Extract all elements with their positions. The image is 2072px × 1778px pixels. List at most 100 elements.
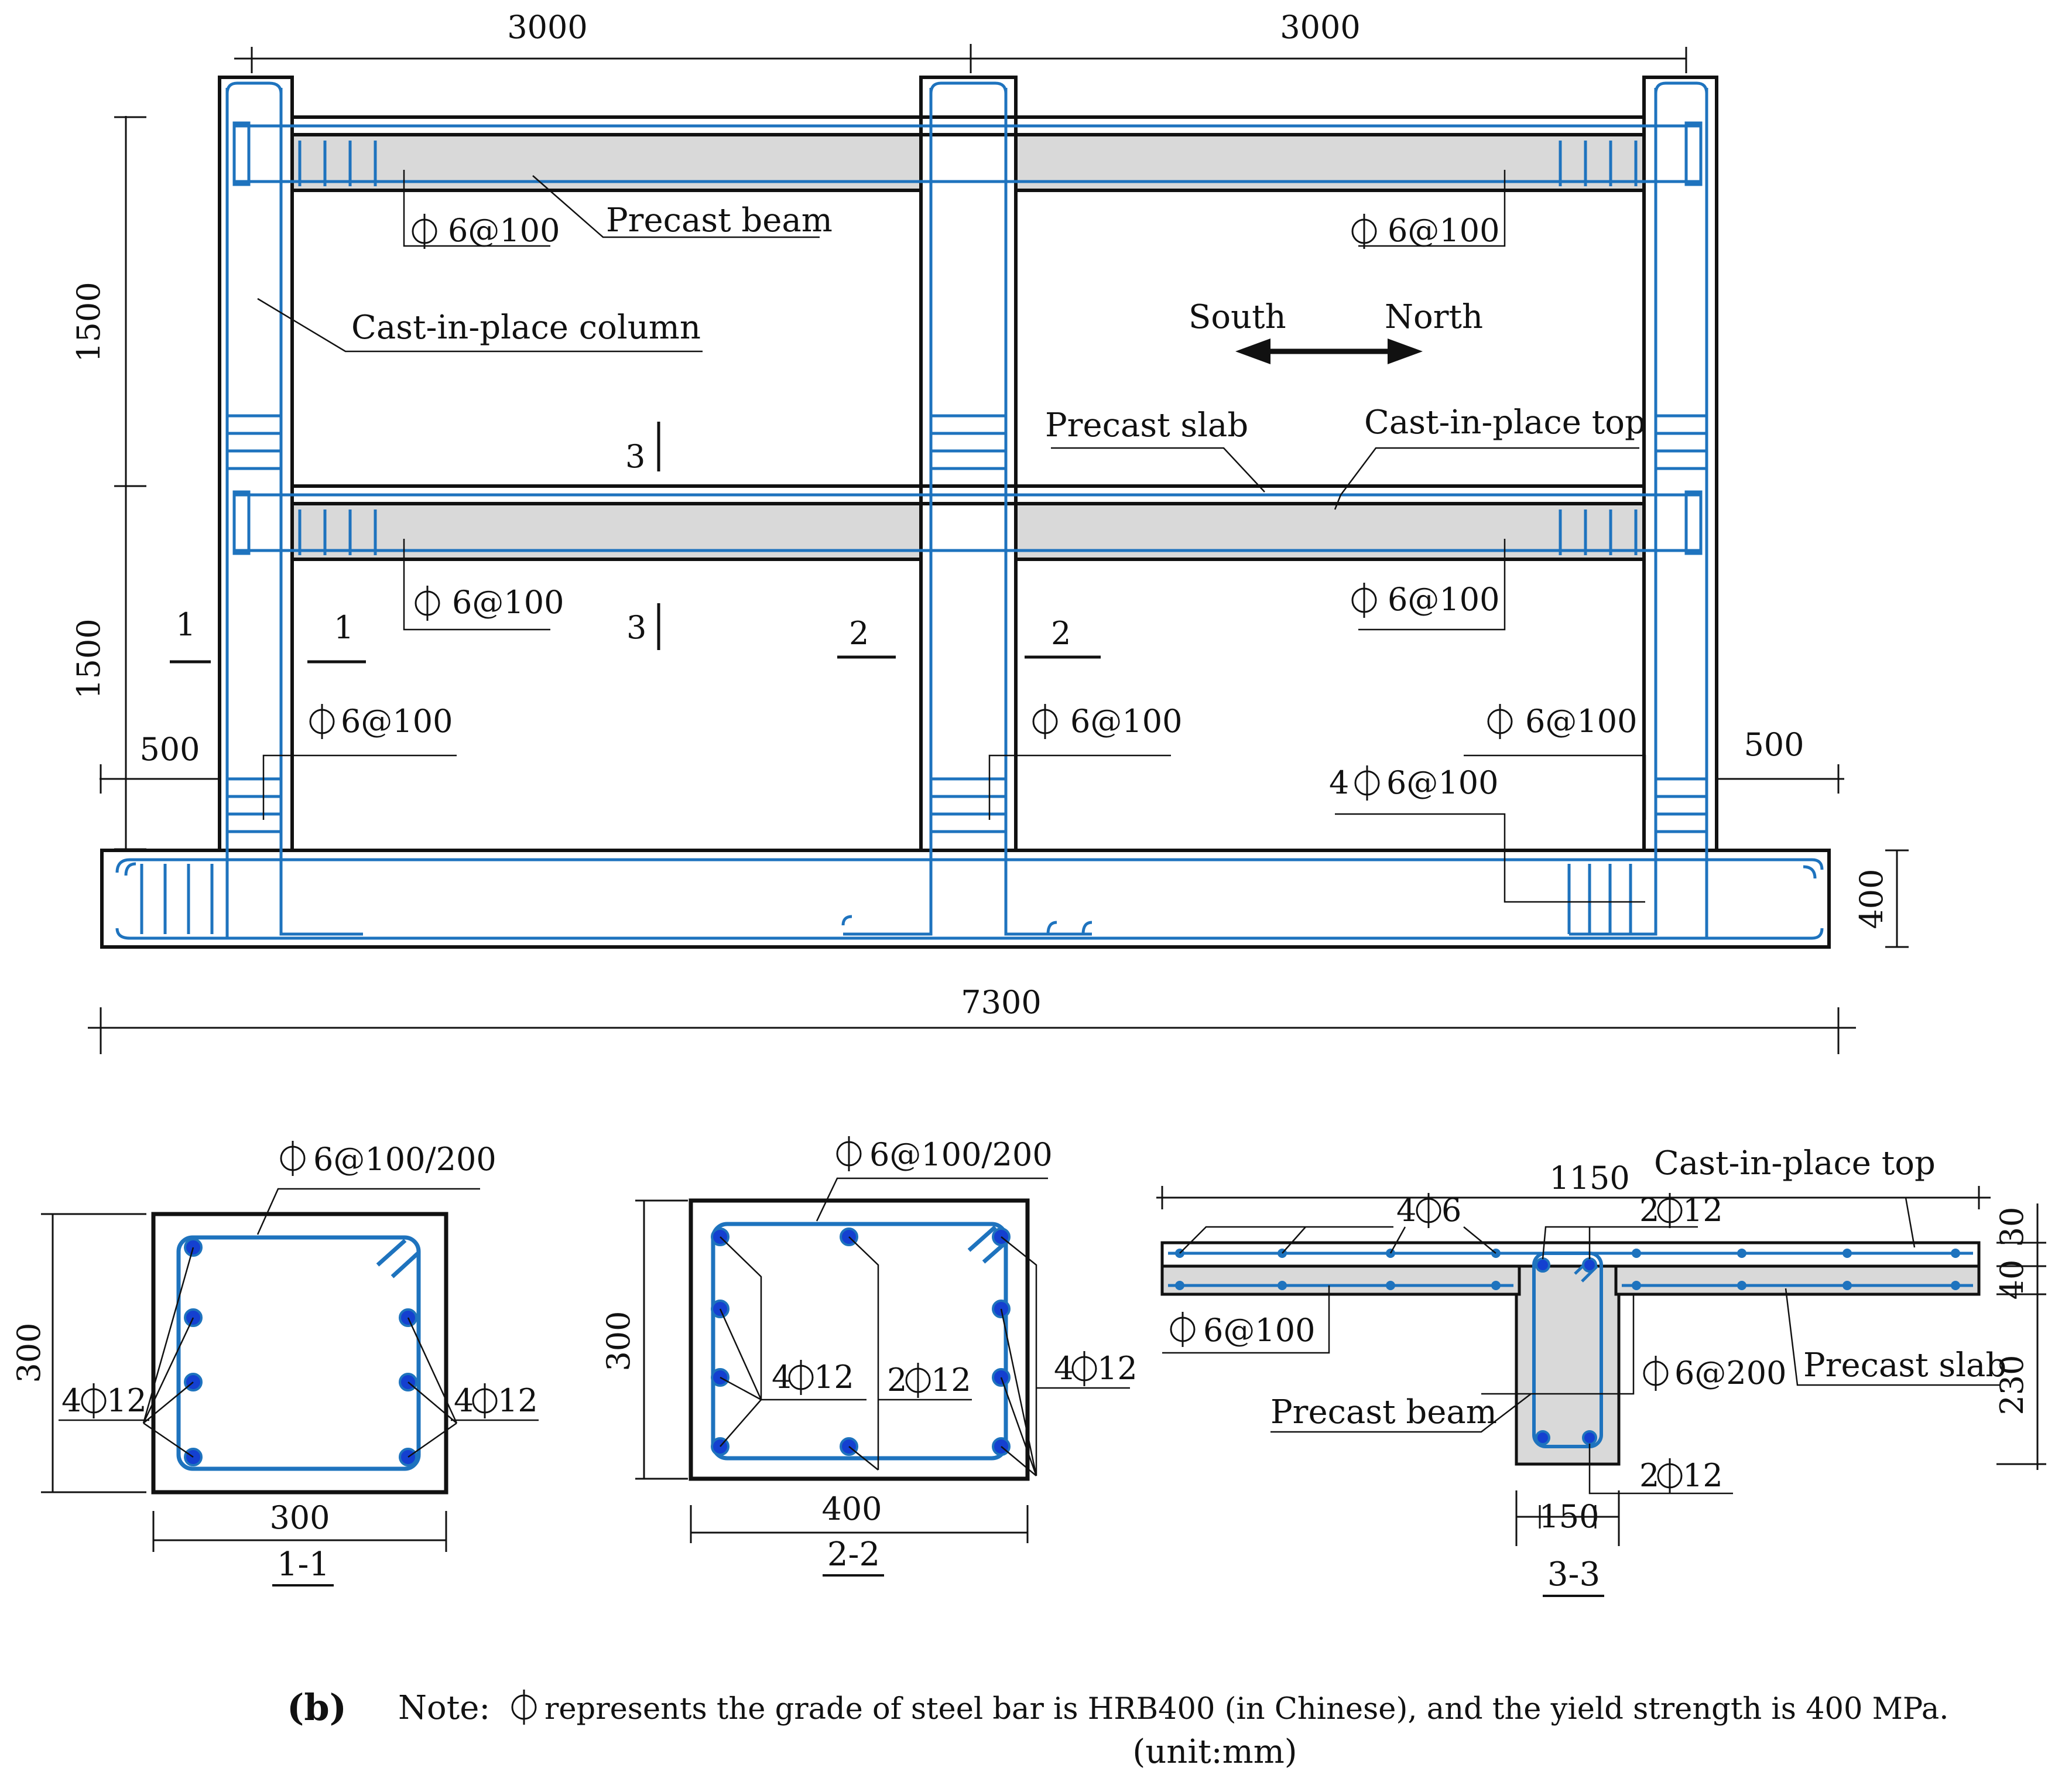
frame-elevation: 3000 3000 1500 1500 500 500 400 7300 Pre… bbox=[70, 9, 1909, 1054]
column-ties bbox=[227, 414, 1707, 833]
phi-icon bbox=[1170, 1311, 1196, 1348]
section-3-3: 1150 Cast-in-place top 4 6 2 12 6@100 6@… bbox=[1156, 1144, 2046, 1597]
middle-column-bar-left bbox=[843, 88, 933, 936]
phi-icon bbox=[81, 1382, 107, 1420]
dim-total-length: 7300 bbox=[961, 984, 1041, 1021]
caption-note-prefix: Note: bbox=[398, 1689, 490, 1727]
s22-bars-mid: 2 bbox=[887, 1362, 907, 1399]
section-3-3-bars bbox=[1175, 1249, 1960, 1445]
foundation-hook-mid-a bbox=[841, 915, 852, 926]
phi-icon bbox=[280, 1140, 306, 1177]
s11-width: 300 bbox=[269, 1499, 330, 1536]
phi-icon bbox=[511, 1688, 537, 1726]
s22-width: 400 bbox=[821, 1490, 882, 1527]
upper-beam-end-right bbox=[1684, 121, 1703, 186]
label-south: South bbox=[1189, 298, 1286, 336]
s22-bars-right: 4 bbox=[1054, 1350, 1074, 1387]
s33-beam-width: 150 bbox=[1539, 1498, 1599, 1535]
caption-tag: (b) bbox=[287, 1686, 347, 1729]
right-column-hook bbox=[1654, 81, 1708, 94]
label-precast-beam: Precast beam bbox=[606, 201, 833, 240]
s22-bar-size-left: 12 bbox=[814, 1359, 854, 1396]
phi-icon bbox=[1351, 582, 1377, 619]
elevation-reinforcement bbox=[115, 81, 1824, 940]
caption-note-text: represents the grade of steel bar is HRB… bbox=[544, 1692, 1949, 1726]
s11-stirrup: 6@100/200 bbox=[313, 1141, 496, 1178]
s11-bars-right: 4 bbox=[454, 1382, 474, 1419]
phi-icon bbox=[1657, 1457, 1683, 1495]
middle-column bbox=[919, 76, 1018, 852]
s33-precast-slab: Precast slab bbox=[1803, 1346, 2006, 1384]
phi-icon bbox=[1032, 703, 1058, 740]
phi-icon bbox=[1643, 1355, 1669, 1392]
foundation-hook-left bbox=[124, 862, 136, 876]
s22-title: 2-2 bbox=[827, 1536, 880, 1574]
s22-height: 300 bbox=[600, 1311, 637, 1371]
left-column-hook bbox=[225, 81, 283, 94]
s33-dim-40: 40 bbox=[1994, 1260, 2030, 1300]
foundation-bottom-bar bbox=[115, 928, 1824, 940]
phi-icon bbox=[788, 1359, 814, 1396]
right-column bbox=[1642, 76, 1718, 852]
beam-stirrups bbox=[298, 141, 1638, 555]
section-mark-2b: 2 bbox=[1051, 615, 1071, 652]
s33-beam-bottom-bars: 2 bbox=[1639, 1457, 1659, 1494]
s33-beam-stirrup: 6@200 bbox=[1674, 1355, 1786, 1391]
callout-upper-left: 6@100 bbox=[448, 212, 560, 249]
s11-height: 300 bbox=[11, 1322, 47, 1383]
middle-column-bar-right bbox=[1004, 88, 1092, 936]
dim-span-left: 3000 bbox=[507, 9, 587, 46]
s33-beam-top-bars: 2 bbox=[1639, 1192, 1659, 1229]
dim-storey-lower: 1500 bbox=[70, 618, 107, 699]
caption-unit: (unit:mm) bbox=[1132, 1733, 1297, 1771]
right-column-bar-inner bbox=[1569, 88, 1657, 936]
section-mark-3a: 3 bbox=[625, 438, 645, 475]
s33-precast-beam: Precast beam bbox=[1270, 1393, 1497, 1431]
phi-icon bbox=[1071, 1350, 1097, 1387]
direction-arrow bbox=[1235, 338, 1423, 364]
s33-dim-30: 30 bbox=[1994, 1207, 2030, 1247]
lower-beam-end-left bbox=[232, 490, 251, 555]
dim-storey-upper: 1500 bbox=[70, 282, 107, 362]
s11-bar-size-right: 12 bbox=[498, 1382, 538, 1419]
s22-bar-size-right: 12 bbox=[1097, 1350, 1138, 1387]
s33-cast-in-place-top: Cast-in-place top bbox=[1654, 1144, 1936, 1182]
dim-overhang-right: 500 bbox=[1744, 726, 1804, 763]
section-mark-1a: 1 bbox=[176, 606, 196, 643]
phi-icon bbox=[415, 584, 440, 622]
callout-lower-left: 6@100 bbox=[452, 584, 564, 621]
section-mark-1b: 1 bbox=[334, 609, 354, 646]
section-1-1: 6@100/200 4 12 4 12 300 300 1-1 bbox=[11, 1140, 539, 1586]
lower-beam-end-right bbox=[1684, 490, 1703, 555]
callout-upper-right: 6@100 bbox=[1388, 212, 1499, 249]
label-cast-in-place-column: Cast-in-place column bbox=[351, 309, 701, 347]
phi-icon bbox=[905, 1362, 931, 1399]
s33-title: 3-3 bbox=[1547, 1555, 1600, 1594]
s33-width-total: 1150 bbox=[1549, 1160, 1629, 1196]
section-mark-3b: 3 bbox=[626, 609, 646, 646]
foundation-hook-right bbox=[1803, 865, 1817, 879]
elevation-leaders bbox=[257, 170, 1646, 903]
s33-dim-230: 230 bbox=[1994, 1355, 2030, 1415]
concrete-outlines bbox=[100, 76, 1831, 949]
phi-icon bbox=[1487, 703, 1513, 740]
phi-icon bbox=[309, 703, 335, 740]
dim-span-right: 3000 bbox=[1280, 9, 1360, 46]
middle-column-hook bbox=[929, 81, 1008, 94]
s22-stirrup: 6@100/200 bbox=[869, 1136, 1053, 1173]
elevation-dimensions bbox=[88, 44, 1909, 1054]
s11-bar-size-left: 12 bbox=[107, 1382, 147, 1419]
foundation-top-bar bbox=[115, 858, 1824, 873]
left-column bbox=[218, 76, 294, 852]
left-column-bar-inner bbox=[279, 88, 363, 936]
callout-middle-column-base: 6@100 bbox=[1070, 703, 1182, 740]
foundation-hook-mid-b bbox=[1046, 921, 1092, 935]
label-north: North bbox=[1385, 298, 1483, 336]
section-mark-2a: 2 bbox=[849, 615, 869, 652]
callout-lower-right: 6@100 bbox=[1388, 581, 1499, 618]
s11-bars-left: 4 bbox=[61, 1382, 81, 1419]
phi-icon bbox=[1351, 213, 1377, 250]
dim-foundation-depth: 400 bbox=[1853, 869, 1890, 929]
s22-bar-size-mid: 12 bbox=[931, 1362, 971, 1399]
